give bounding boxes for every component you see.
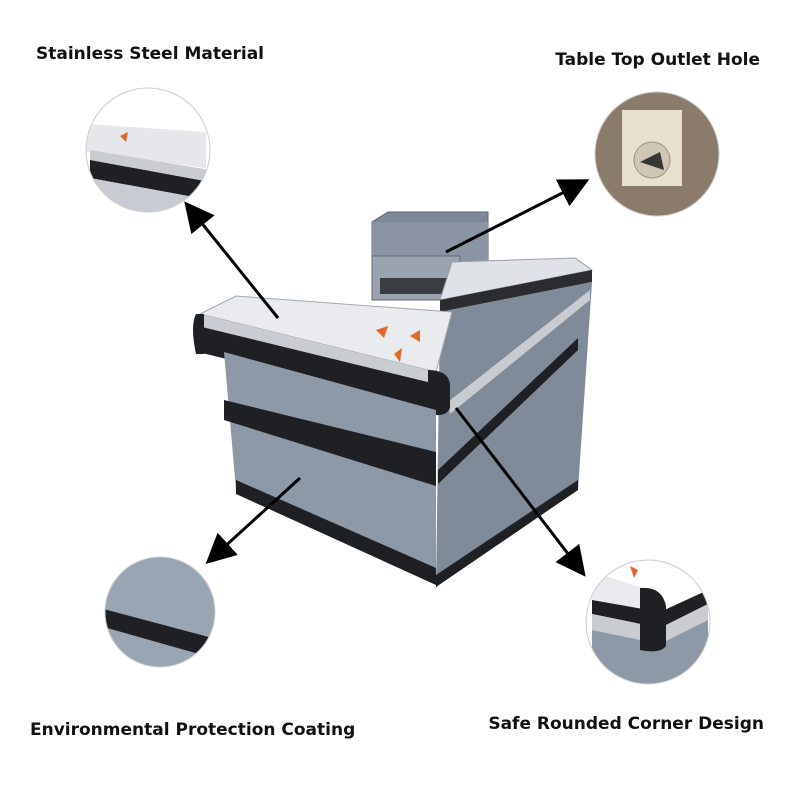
rounded-corner-detail [586, 560, 710, 684]
arrow-coating [205, 476, 302, 565]
arrow-outlet [445, 179, 590, 254]
arrow-stainless [184, 201, 280, 319]
stainless-steel-detail [86, 88, 210, 212]
stainless-steel-label: Stainless Steel Material [36, 44, 265, 64]
coating-detail [105, 557, 215, 667]
arrow-corner [454, 407, 586, 577]
outlet-hole-label: Table Top Outlet Hole [555, 50, 760, 70]
outlet-hole-detail [595, 92, 719, 216]
rounded-corner-label: Safe Rounded Corner Design [488, 714, 764, 734]
checkout-counter [193, 211, 594, 587]
coating-label: Environmental Protection Coating [30, 720, 356, 740]
